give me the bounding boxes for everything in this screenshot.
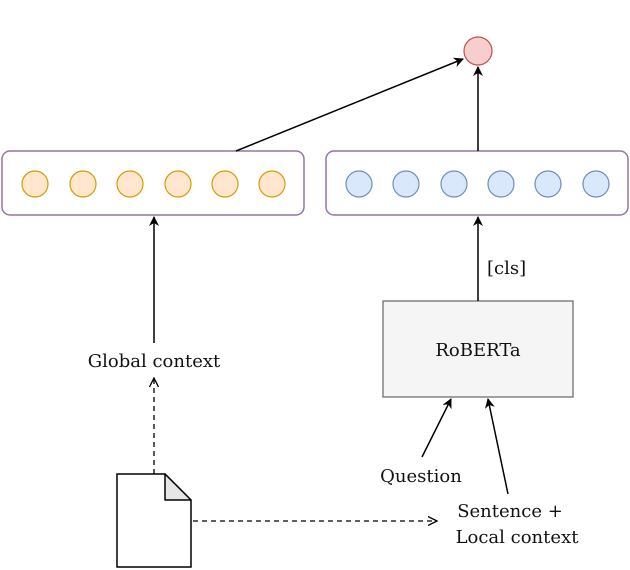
global-embedding-unit: [69, 170, 97, 198]
sentence-to-roberta-arrow: [484, 398, 509, 495]
local-embedding-unit: [582, 170, 610, 198]
global-embedding-unit: [21, 170, 49, 198]
roberta-box: [382, 300, 574, 398]
question-label: Question: [380, 466, 462, 487]
global-to-output-arrow: [235, 57, 464, 152]
question-to-roberta-arrow: [421, 398, 452, 458]
local-embedding-unit: [534, 170, 562, 198]
global-embedding-unit: [116, 170, 144, 198]
roberta-label: RoBERTa: [435, 340, 521, 361]
global-embedding-panel: [1, 150, 305, 216]
global-embedding-unit: [211, 170, 239, 198]
sentence-label-line2: Local context: [456, 527, 580, 548]
global-embedding-unit: [258, 170, 286, 198]
cls-label: [cls]: [487, 258, 526, 279]
output-node: [463, 36, 493, 66]
global-context-label: Global context: [88, 351, 221, 372]
local-embedding-unit: [392, 170, 420, 198]
sentence-label-line1: Sentence +: [457, 501, 563, 522]
document-icon: [116, 473, 192, 568]
local-embedding-unit: [487, 170, 515, 198]
global-embedding-unit: [164, 170, 192, 198]
local-embedding-unit: [440, 170, 468, 198]
local-embedding-unit: [345, 170, 373, 198]
local-embedding-panel: [325, 150, 629, 216]
